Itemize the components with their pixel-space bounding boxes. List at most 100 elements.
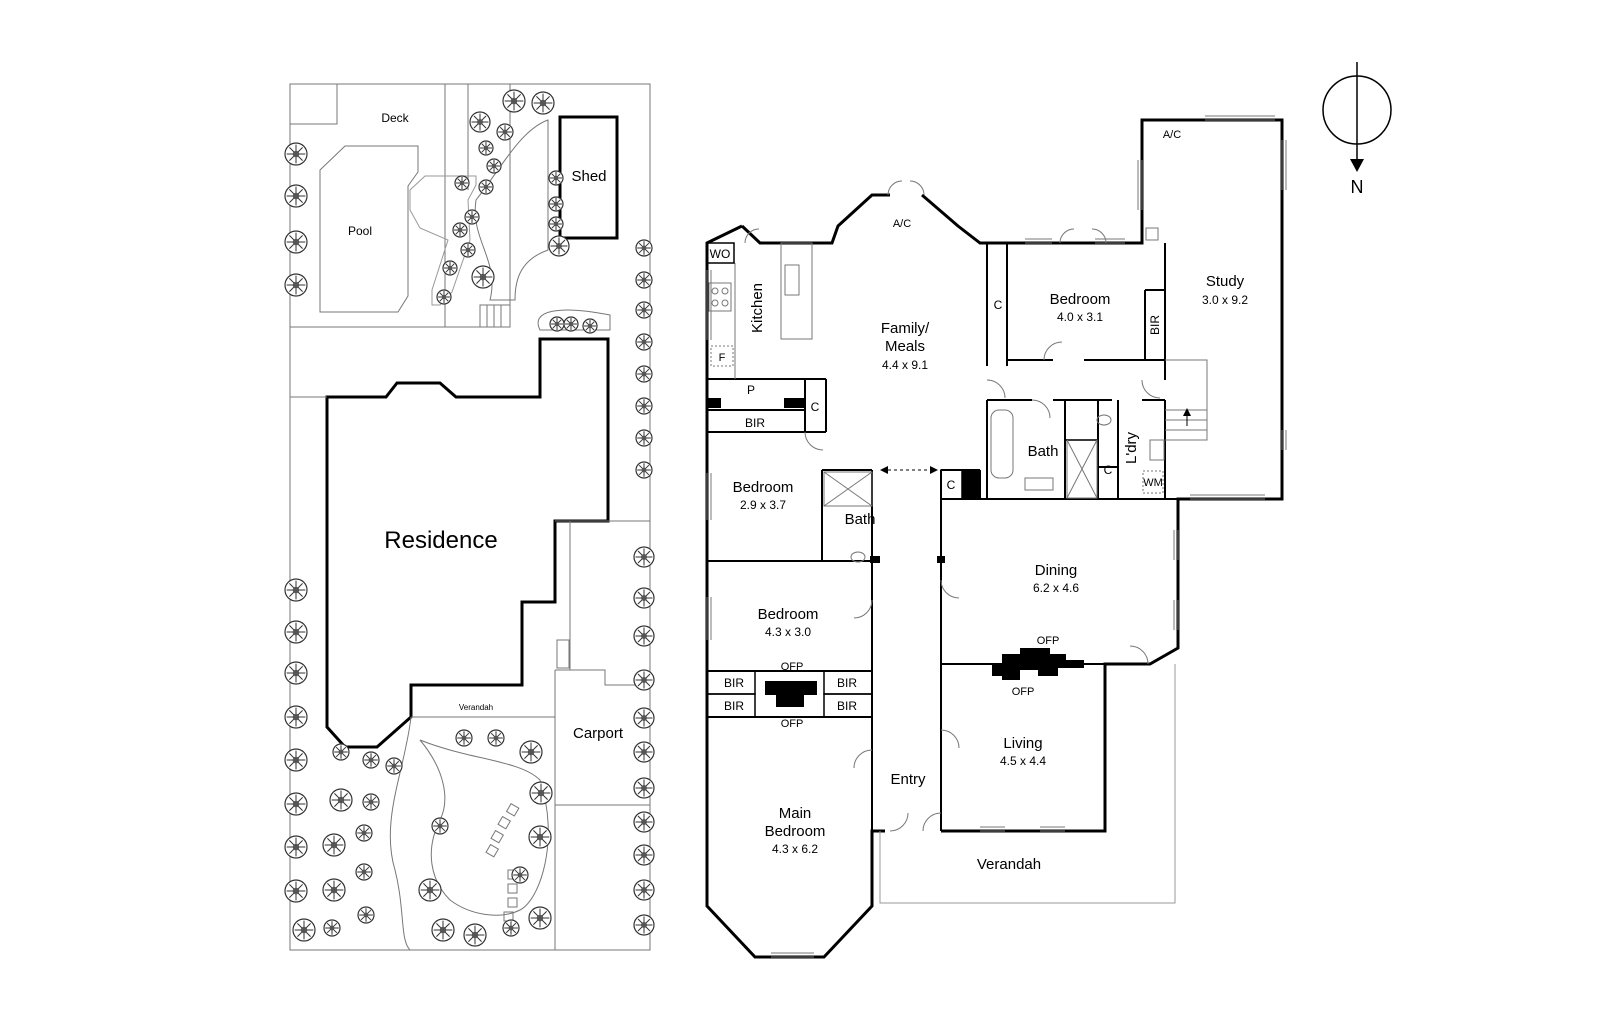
shrub-icon	[284, 620, 308, 644]
ac-label-family: A/C	[893, 218, 911, 230]
carport-label: Carport	[573, 725, 624, 742]
shrub-icon	[633, 811, 655, 833]
stepping-stones	[485, 802, 520, 922]
kitchen-label: Kitchen	[749, 283, 766, 333]
dining-name: Dining	[1035, 562, 1078, 579]
shrub-icon	[548, 216, 564, 232]
shrub-icon	[502, 919, 520, 937]
stairs-outline	[1165, 359, 1208, 441]
shrub-icon	[284, 792, 308, 816]
kitchen-sink	[784, 264, 800, 296]
steps	[556, 639, 570, 669]
cooktop-burner	[721, 299, 729, 307]
shrub-icon	[548, 235, 570, 257]
fridge-label: F	[719, 352, 726, 364]
cooktop-burner	[711, 299, 719, 307]
shrub-icon	[633, 914, 655, 936]
floor-plan-main: WO Kitchen F P BIR C Family/ Meals 4.4 x…	[705, 115, 1287, 959]
ofp-label-main-bedroom: OFP	[781, 718, 804, 730]
shrub-icon	[284, 748, 308, 772]
family-meals-name-1: Family/	[881, 320, 930, 337]
shrub-icon	[635, 429, 653, 447]
bath-label-ensuite: Bath	[1028, 443, 1059, 460]
shrub-icon	[633, 777, 655, 799]
shrub-icon	[284, 578, 308, 602]
cupboard-label-bedroom-east: C	[994, 298, 1003, 312]
shower	[1066, 439, 1098, 499]
shower-2	[823, 471, 873, 507]
shrub-icon	[635, 239, 653, 257]
shrub-icon	[548, 170, 564, 186]
door-swings	[744, 180, 1161, 832]
shrub-icon	[511, 866, 529, 884]
cooktop-burner	[721, 287, 729, 295]
dining-size: 6.2 x 4.6	[1033, 581, 1079, 595]
bedroom-east-size: 4.0 x 3.1	[1057, 310, 1103, 324]
shrub-icon	[496, 123, 514, 141]
shrub-icon	[633, 879, 655, 901]
family-meals-size: 4.4 x 9.1	[882, 358, 928, 372]
site-verandah-label: Verandah	[459, 703, 493, 712]
shrub-icon	[284, 184, 308, 208]
shrub-icon	[455, 729, 473, 747]
shrub-icon	[463, 923, 487, 947]
shrub-icon	[442, 260, 458, 276]
entry-label: Entry	[890, 771, 926, 788]
shrub-icon	[454, 175, 470, 191]
shrub-icon	[635, 397, 653, 415]
bath-label-central: Bath	[845, 511, 876, 528]
outer-wall-north	[740, 193, 890, 245]
shrub-icon	[322, 833, 346, 857]
shrub-icon	[329, 788, 353, 812]
shrub-icon	[633, 587, 655, 609]
toilet	[1096, 414, 1112, 426]
fireplace-dining-living	[992, 648, 1084, 680]
shrub-icon	[385, 757, 403, 775]
bedroom-2-size: 2.9 x 3.7	[740, 498, 786, 512]
ac-unit	[1145, 227, 1159, 241]
shrub-icon	[548, 196, 564, 212]
washing-machine	[1142, 470, 1164, 494]
garden-bed	[474, 119, 549, 301]
shrub-icon	[549, 316, 565, 332]
living-name: Living	[1003, 735, 1042, 752]
shrub-icon	[529, 781, 553, 805]
ofp-label-living: OFP	[1012, 686, 1035, 698]
residence-label: Residence	[384, 527, 497, 554]
shrub-icon	[531, 91, 555, 115]
bedroom-3-name: Bedroom	[758, 606, 819, 623]
shrub-icon	[362, 751, 380, 769]
shrub-icon	[469, 111, 491, 133]
kitchen-island	[780, 242, 813, 340]
pantry-label: P	[747, 383, 755, 397]
shrub-icon	[323, 919, 341, 937]
shrub-icon	[633, 669, 655, 691]
cupboard-label-bath: C	[1104, 463, 1113, 477]
shrub-icon	[633, 546, 655, 568]
shrub-icon	[355, 863, 373, 881]
fixtures	[707, 227, 1208, 563]
laundry-label: L'dry	[1123, 431, 1140, 464]
wall-blocks	[707, 398, 1084, 707]
shrub-icon	[431, 918, 455, 942]
shrub-icon	[355, 824, 373, 842]
shrub-icon	[332, 743, 350, 761]
carport-gate	[555, 669, 650, 686]
fridge-space	[710, 345, 734, 367]
verandah-outline	[879, 664, 1176, 904]
shrub-icon	[357, 906, 375, 924]
bir-label-bedroom-east: BIR	[1148, 315, 1162, 335]
shrub-icon	[486, 158, 502, 174]
garden-path	[389, 716, 412, 951]
shrub-icon	[418, 878, 442, 902]
steps	[479, 304, 511, 328]
shrub-icon	[322, 878, 346, 902]
cooktop-burner	[711, 287, 719, 295]
laundry-tub	[1149, 439, 1165, 461]
shrub-icon	[582, 318, 598, 334]
shrub-icon	[635, 301, 653, 319]
shrub-icon	[478, 179, 494, 195]
shrub-icon	[431, 817, 449, 835]
garden-bed	[537, 309, 611, 331]
fireplace-bedrooms	[765, 681, 817, 707]
